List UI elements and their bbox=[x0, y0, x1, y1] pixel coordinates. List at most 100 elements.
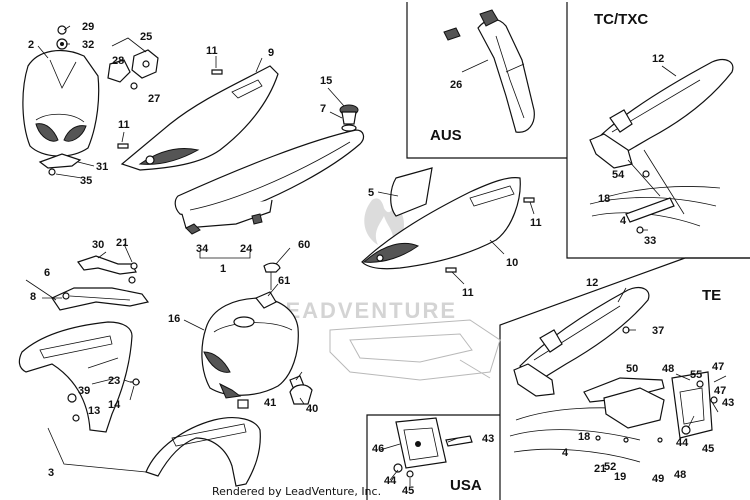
callout-45-usa: 45 bbox=[402, 485, 414, 497]
render-credit: Rendered by LeadVenture, Inc. bbox=[212, 485, 381, 498]
callout-43-usa: 43 bbox=[482, 433, 494, 445]
fuel-tank-16 bbox=[201, 297, 299, 409]
callout-13: 13 bbox=[88, 405, 100, 417]
fender-brackets bbox=[51, 255, 150, 311]
callout-44-te: 44 bbox=[676, 437, 689, 449]
callout-28: 28 bbox=[112, 55, 124, 67]
callout-18-tctxc: 18 bbox=[598, 193, 610, 205]
clamp-40 bbox=[289, 384, 313, 405]
callout-11-panel: 11 bbox=[530, 217, 542, 229]
fuel-cap bbox=[339, 104, 359, 132]
callout-18-te: 18 bbox=[578, 431, 590, 443]
callouts: 29 32 2 25 28 27 11 9 15 7 11 31 35 26 1… bbox=[28, 21, 734, 497]
nut-13 bbox=[72, 414, 80, 422]
usa-frame bbox=[366, 414, 500, 500]
usa-title: USA bbox=[450, 477, 482, 494]
side-number-plate-9 bbox=[120, 65, 279, 171]
callout-27: 27 bbox=[148, 93, 160, 105]
leader-lines bbox=[25, 25, 727, 486]
te-light-bracket-48 bbox=[671, 371, 713, 439]
callout-30: 30 bbox=[92, 239, 104, 251]
callout-21-te: 21 bbox=[594, 463, 606, 475]
callout-25: 25 bbox=[140, 31, 152, 43]
callout-23: 23 bbox=[108, 375, 120, 387]
callout-34: 34 bbox=[196, 243, 209, 255]
tctxc-rear-fender bbox=[589, 59, 734, 234]
callout-43-te: 43 bbox=[722, 397, 734, 409]
callout-41: 41 bbox=[264, 397, 276, 409]
callout-8: 8 bbox=[30, 291, 36, 303]
te-title: TE bbox=[702, 287, 721, 304]
callout-16: 16 bbox=[168, 313, 180, 325]
mask-bracket bbox=[38, 153, 82, 169]
callout-4-te: 4 bbox=[562, 447, 569, 459]
callout-60: 60 bbox=[298, 239, 310, 251]
number-plate-clamps bbox=[107, 37, 159, 90]
callout-40: 40 bbox=[306, 403, 318, 415]
callout-2: 2 bbox=[28, 39, 34, 51]
usa-plate-holder bbox=[393, 417, 473, 478]
callout-47-mid: 47 bbox=[714, 385, 726, 397]
callout-12-tctxc: 12 bbox=[652, 53, 664, 65]
screw-29 bbox=[57, 25, 67, 35]
mask-screw bbox=[48, 168, 56, 176]
callout-21-main: 21 bbox=[116, 237, 128, 249]
callout-32: 32 bbox=[82, 39, 94, 51]
callout-54: 54 bbox=[612, 169, 625, 181]
te-frame bbox=[499, 257, 750, 500]
callout-10: 10 bbox=[506, 257, 518, 269]
callout-6: 6 bbox=[44, 267, 50, 279]
callout-45-te: 45 bbox=[702, 443, 714, 455]
callout-11-top: 11 bbox=[206, 45, 218, 57]
callout-11-lower: 11 bbox=[462, 287, 474, 299]
callout-35: 35 bbox=[80, 175, 92, 187]
callout-9: 9 bbox=[268, 47, 274, 59]
headlight-mask bbox=[22, 49, 100, 176]
callout-11-left: 11 bbox=[118, 119, 130, 131]
callout-7: 7 bbox=[320, 103, 326, 115]
front-fender-upper bbox=[18, 321, 133, 433]
callout-26: 26 bbox=[450, 79, 462, 91]
screw-11d bbox=[445, 267, 457, 273]
callout-49: 49 bbox=[652, 473, 664, 485]
callout-52: 52 bbox=[604, 461, 616, 473]
callout-61: 61 bbox=[278, 275, 290, 287]
front-fender-lower bbox=[145, 417, 261, 487]
te-plate-bracket-50 bbox=[583, 377, 665, 403]
screw-11a bbox=[211, 69, 223, 75]
callout-19: 19 bbox=[614, 471, 626, 483]
inset-frames bbox=[366, 2, 750, 500]
callout-14: 14 bbox=[108, 399, 121, 411]
callout-12-te: 12 bbox=[586, 277, 598, 289]
aus-rear-mudguard bbox=[443, 9, 535, 133]
callout-4-tctxc: 4 bbox=[620, 215, 627, 227]
side-panel-10 bbox=[361, 167, 521, 270]
frame-outline-ghost bbox=[329, 319, 501, 381]
callout-37: 37 bbox=[652, 325, 664, 337]
callout-46: 46 bbox=[372, 443, 384, 455]
bolt-60 bbox=[263, 262, 281, 273]
breather-61 bbox=[255, 291, 277, 309]
nut-39 bbox=[67, 393, 77, 403]
callout-31: 31 bbox=[96, 161, 108, 173]
aus-frame bbox=[406, 2, 567, 159]
screw-11c bbox=[523, 197, 535, 203]
callout-1: 1 bbox=[220, 263, 226, 275]
callout-39: 39 bbox=[78, 385, 90, 397]
callout-48-top: 48 bbox=[662, 363, 674, 375]
panel-sticker-5 bbox=[390, 167, 433, 217]
te-rear-fender bbox=[509, 287, 718, 463]
callout-55: 55 bbox=[690, 369, 702, 381]
callout-48-bottom: 48 bbox=[674, 469, 686, 481]
callout-47-top: 47 bbox=[712, 361, 724, 373]
watermark-text: LEADVENTURE bbox=[270, 298, 457, 323]
callout-44-usa: 44 bbox=[384, 475, 397, 487]
tctxc-title: TC/TXC bbox=[594, 11, 648, 28]
screw-11b bbox=[117, 143, 129, 149]
callout-29: 29 bbox=[82, 21, 94, 33]
callout-15: 15 bbox=[320, 75, 332, 87]
seat-assembly bbox=[174, 129, 365, 259]
callout-3: 3 bbox=[48, 467, 54, 479]
aus-title: AUS bbox=[430, 127, 462, 144]
